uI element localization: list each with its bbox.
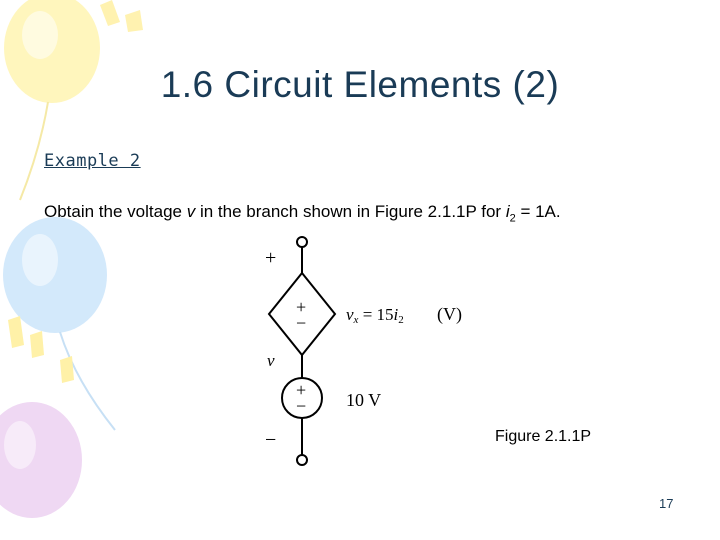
page-number: 17 xyxy=(659,496,674,511)
problem-current-sub: 2 xyxy=(509,212,516,225)
pink-balloon xyxy=(0,402,82,518)
dep-source-plus: + xyxy=(296,297,306,317)
dep-ctrl: i xyxy=(394,305,399,324)
blue-balloon xyxy=(3,217,116,431)
dep-source-equation: vx = 15i2 xyxy=(346,305,404,326)
dep-var: v xyxy=(346,305,354,324)
problem-text-3: = 1A. xyxy=(515,202,561,221)
circuit-diagram: + − + − + v − vx = 15i2 (V) 10 V xyxy=(265,236,462,466)
dep-var-sub: x xyxy=(353,314,359,326)
ind-source-minus: − xyxy=(296,396,306,416)
dep-source-minus: − xyxy=(296,313,306,333)
ind-source-plus: + xyxy=(296,380,306,400)
ind-source-label: 10 V xyxy=(346,390,381,410)
problem-current-var: i xyxy=(505,202,510,221)
figure-caption: Figure 2.1.1P xyxy=(495,428,592,445)
dep-eq: = 15 xyxy=(358,305,393,324)
dep-ctrl-sub: 2 xyxy=(398,314,404,326)
bottom-terminal xyxy=(296,454,308,466)
branch-minus-sign: − xyxy=(265,429,276,451)
branch-voltage-label: v xyxy=(267,351,275,370)
yellow-confetti xyxy=(8,316,74,383)
problem-statement: Obtain the voltage v in the branch shown… xyxy=(44,202,561,224)
slide-title: 1.6 Circuit Elements (2) xyxy=(160,64,560,105)
problem-text-2: in the branch shown in Figure 2.1.1P for xyxy=(195,202,506,221)
branch-plus-sign: + xyxy=(265,247,276,269)
problem-text-1: Obtain the voltage xyxy=(44,202,187,221)
top-terminal xyxy=(296,236,308,248)
yellow-balloon xyxy=(4,0,100,201)
problem-voltage-var: v xyxy=(186,202,196,221)
dep-source-unit: (V) xyxy=(437,304,462,325)
example-heading: Example 2 xyxy=(44,151,141,171)
top-streamer xyxy=(100,0,143,32)
